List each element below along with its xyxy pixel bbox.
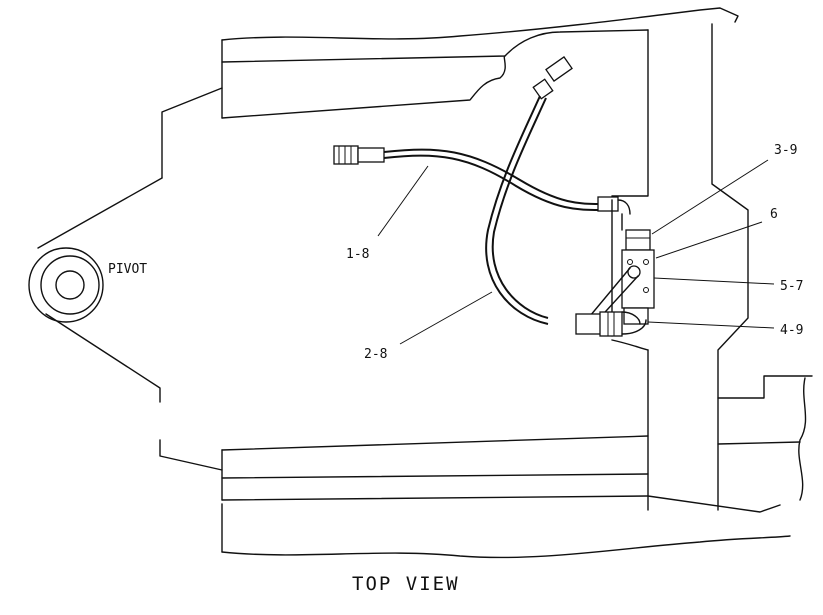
leader-lines	[377, 159, 775, 345]
pivot-label: PIVOT	[108, 262, 147, 277]
quick-coupler-body	[357, 147, 385, 163]
swivel-fitting-top	[545, 56, 573, 82]
quick-coupler-left	[333, 145, 359, 165]
swivel-fitting-nut	[532, 78, 554, 100]
callout-5-7: 5-7	[780, 279, 803, 294]
valve-assembly	[575, 199, 655, 337]
view-title: TOP VIEW	[352, 573, 460, 595]
callout-1-8: 1-8	[346, 247, 369, 262]
frame-outline	[28, 7, 813, 559]
callout-6: 6	[770, 207, 778, 222]
valve-body	[621, 249, 655, 309]
valve-handle-pivot	[627, 265, 641, 279]
elbow-fitting-upper	[597, 196, 619, 212]
callout-2-8: 2-8	[364, 347, 387, 362]
callout-4-9: 4-9	[780, 323, 803, 338]
lower-elbow-fitting	[575, 313, 603, 335]
hose-2-8	[485, 56, 573, 325]
valve-top-fitting	[625, 229, 651, 251]
lower-nut	[599, 311, 623, 337]
hose-1-8	[333, 145, 631, 215]
callout-3-9: 3-9	[774, 143, 797, 158]
